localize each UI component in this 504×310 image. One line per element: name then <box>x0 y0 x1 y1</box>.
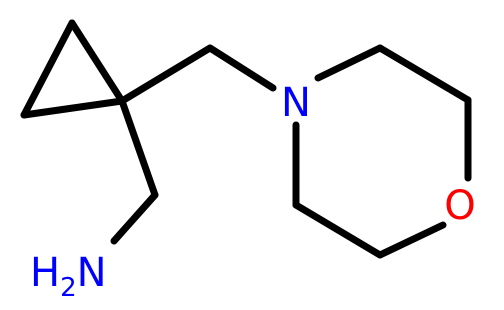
bond-ring-right <box>68 19 126 105</box>
bond-ring-top-left <box>20 19 76 119</box>
bond-c-ch2-lower <box>118 97 159 199</box>
amine-hydrogen: H <box>30 250 60 296</box>
amine-nitrogen: N <box>77 250 107 296</box>
bond-c-ch2-upper <box>118 44 214 105</box>
bond-ch2-nh2 <box>110 191 159 245</box>
bond-n-ring-top <box>314 44 384 82</box>
bond-ring-top-right <box>376 44 472 104</box>
bond-ch2-n <box>206 44 277 92</box>
bond-o-ring-bottom <box>376 221 447 259</box>
bond-ring-bottom <box>20 97 126 119</box>
amine-subscript: 2 <box>60 273 77 303</box>
nitrogen-atom-label: N <box>281 80 311 126</box>
bond-ring-bottom-left <box>292 201 384 259</box>
amine-group-label: H2N <box>30 250 107 303</box>
oxygen-atom-label: O <box>444 183 475 229</box>
